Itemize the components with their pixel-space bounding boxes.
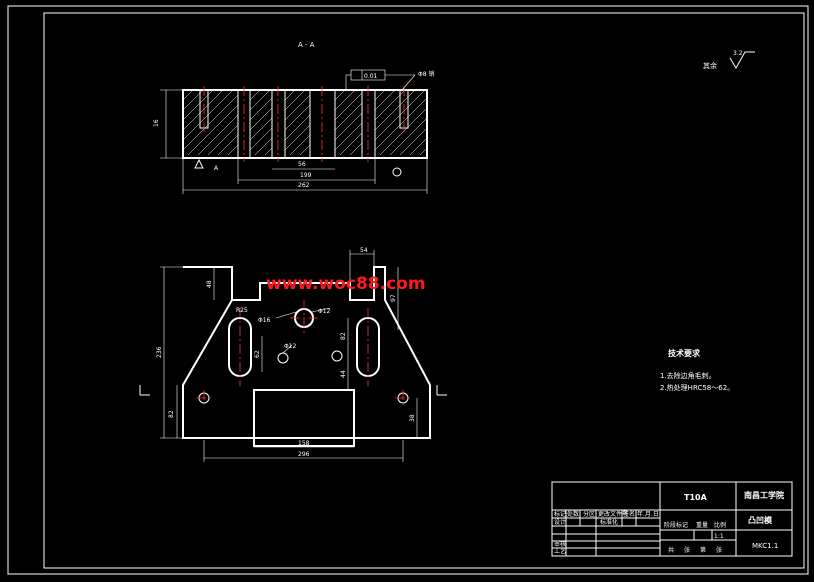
title-block bbox=[551, 481, 793, 557]
title-scale-label: 比例 bbox=[714, 521, 726, 529]
dim-section-overall: 262 bbox=[298, 182, 310, 189]
row-label-design: 设计 bbox=[554, 518, 566, 526]
datum-letter: A bbox=[214, 165, 219, 172]
dim-bottom-overall: 296 bbox=[298, 451, 310, 458]
dim-left-top: 48 bbox=[206, 280, 213, 288]
header-cell-3: 分区 bbox=[583, 510, 595, 518]
flatness-value: 0.01 bbox=[364, 73, 378, 80]
tech-req-title: 技术要求 bbox=[668, 348, 701, 358]
dim-slot-width: 62 bbox=[254, 350, 261, 358]
tech-req-item-1: 1.去除边角毛刺。 bbox=[660, 371, 716, 380]
hole-label-1: Φ16 bbox=[258, 317, 271, 324]
dim-bottom-inner: 158 bbox=[298, 440, 310, 447]
header-cell-2: 处数 bbox=[567, 510, 579, 518]
pin-note: Φ8 销 bbox=[418, 70, 434, 78]
dim-lower-left: 82 bbox=[168, 410, 175, 418]
roughness-value: 3.2 bbox=[733, 50, 743, 57]
title-part-name: 凸凹模 bbox=[748, 515, 773, 525]
hole-label-3: Φ12 bbox=[284, 343, 297, 350]
section-label: A - A bbox=[298, 41, 315, 49]
sheet-label-3: 第 bbox=[700, 546, 706, 554]
section-hatching bbox=[182, 89, 428, 156]
title-drawing-no: MKC1.1 bbox=[752, 542, 778, 550]
section-view bbox=[182, 86, 428, 162]
dim-center: 82 bbox=[340, 332, 347, 340]
sheet-label-2: 张 bbox=[684, 546, 690, 554]
datum-symbol bbox=[194, 158, 204, 169]
title-material: T10A bbox=[684, 493, 708, 502]
header-cell-5: 签名 bbox=[623, 510, 635, 518]
title-weight-label: 重量 bbox=[696, 521, 708, 529]
roughness-label: 其余 bbox=[703, 61, 717, 70]
tech-req-item-2: 2.热处理HRC58～62。 bbox=[660, 383, 734, 392]
row-label-process: 工艺 bbox=[554, 547, 566, 555]
hole-label-2: Φ12 bbox=[318, 308, 331, 315]
inner-frame bbox=[43, 12, 805, 569]
std-label: 标准化 bbox=[600, 518, 618, 526]
hole-label-4: R25 bbox=[236, 307, 248, 314]
outer-frame bbox=[7, 5, 809, 575]
dim-right-side: 97 bbox=[390, 294, 397, 302]
row-label-review: 审核 bbox=[554, 540, 566, 548]
dim-lower-right: 38 bbox=[409, 414, 416, 422]
dim-section-slot: 56 bbox=[298, 161, 306, 168]
sheet-label-4: 张 bbox=[716, 546, 722, 554]
sheet-label-1: 共 bbox=[668, 546, 674, 554]
title-scale: 1:1 bbox=[714, 533, 724, 540]
dim-top-right: 54 bbox=[360, 247, 368, 254]
watermark: www.woc88.com bbox=[266, 274, 426, 294]
plan-view bbox=[182, 266, 431, 447]
title-school: 南昌工学院 bbox=[744, 490, 784, 500]
title-stage-label: 阶段标记 bbox=[664, 521, 688, 529]
header-cell-6: 年.月.日 bbox=[637, 510, 659, 518]
roughness-symbol bbox=[729, 51, 755, 69]
header-cell-4: 更改文件号 bbox=[598, 510, 628, 518]
header-cell-1: 标记 bbox=[554, 510, 566, 518]
dim-section-height: 16 bbox=[153, 119, 160, 127]
dim-mid: 44 bbox=[340, 370, 347, 378]
dim-section-inner: 199 bbox=[300, 172, 312, 179]
dim-plan-height: 236 bbox=[156, 346, 163, 358]
